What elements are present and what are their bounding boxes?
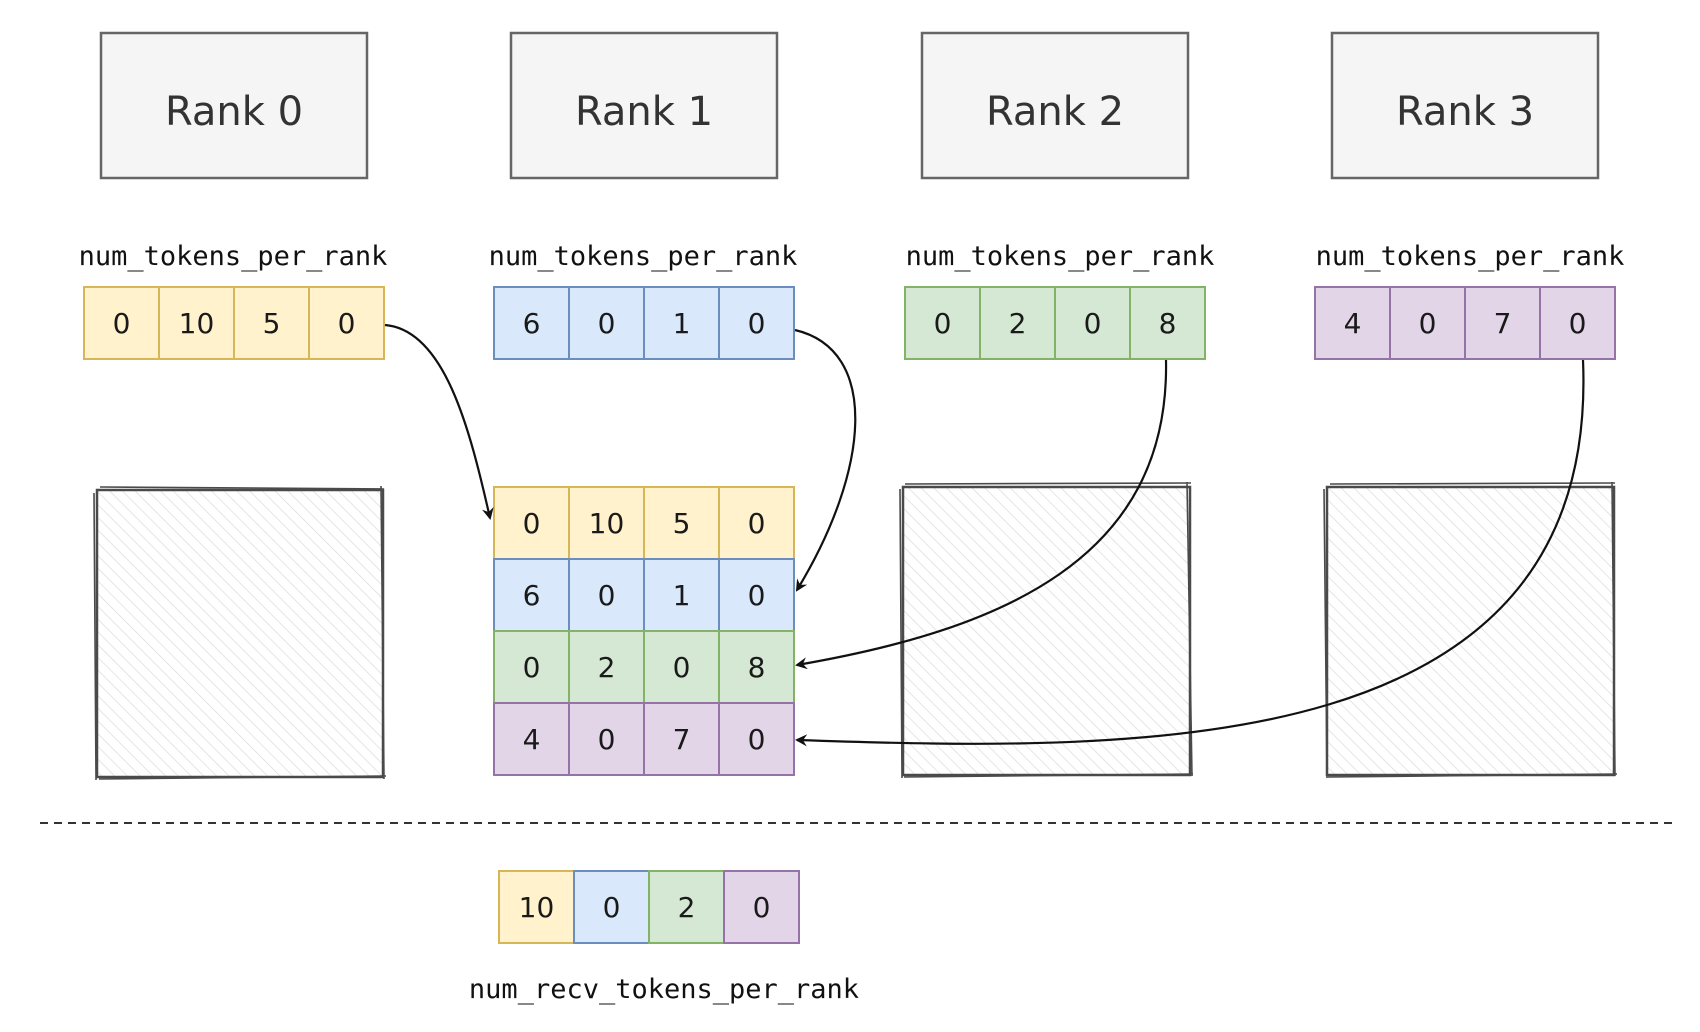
matrix-row-1-cell-value-2: 1 (673, 579, 691, 612)
rank-label: Rank 0 (165, 89, 303, 135)
rank-2-array-cell-3 (1129, 286, 1206, 360)
matrix-row-0-cell-value-0: 0 (523, 507, 541, 540)
rank-1-array-cell-value-2: 1 (673, 307, 691, 340)
rank-2-array-cell-value-0: 0 (934, 307, 952, 340)
rank-label: Rank 1 (575, 89, 713, 135)
rank-3-placeholder-box (1323, 481, 1618, 779)
rank-box-1: Rank 1 (509, 31, 779, 180)
rank-0-token-array: 0 10 5 0 (83, 286, 385, 360)
recv-array-cell-1 (573, 870, 650, 944)
rank-0-array-cell-3 (308, 286, 385, 360)
matrix-row-1-cell-1 (568, 558, 645, 632)
matrix-row-2-cell-value-3: 8 (748, 651, 766, 684)
array-label-rank-1: num_tokens_per_rank (489, 241, 798, 272)
recv-token-array: 10 0 2 0 (498, 870, 800, 944)
rank-box-2: Rank 2 (920, 31, 1190, 180)
rank-1-array-cell-value-1: 0 (598, 307, 616, 340)
arrow-rank3-to-matrix-row3 (795, 359, 1585, 747)
rank-box-3: Rank 3 (1330, 31, 1600, 180)
rank-0-array-cell-value-1: 10 (179, 307, 215, 340)
matrix-row-3-cell-3 (718, 702, 795, 776)
recv-array-cell-value-2: 2 (678, 891, 696, 924)
rank-1-array-cell-value-0: 6 (523, 307, 541, 340)
matrix-row-0-cell-0 (493, 486, 570, 560)
recv-array-cell-value-0: 10 (519, 891, 555, 924)
recv-array-cell-value-3: 0 (753, 891, 771, 924)
rank-0-array-cell-value-2: 5 (263, 307, 281, 340)
rank-1-array-cell-0 (493, 286, 570, 360)
arrow-rank1-to-matrix-row1 (794, 328, 857, 592)
rank-1-array-cell-value-3: 0 (748, 307, 766, 340)
rank-2-array-cell-value-1: 2 (1009, 307, 1027, 340)
rank-label: Rank 3 (1396, 89, 1534, 135)
rank-0-array-cell-value-3: 0 (338, 307, 356, 340)
rank-0-array-cell-2 (233, 286, 310, 360)
array-label-rank-2: num_tokens_per_rank (906, 241, 1215, 272)
matrix-row-3-cell-value-2: 7 (673, 723, 691, 756)
rank-3-token-array: 4 0 7 0 (1314, 286, 1616, 360)
array-label-rank-3: num_tokens_per_rank (1316, 241, 1625, 272)
matrix-row-2-cell-value-0: 0 (523, 651, 541, 684)
matrix-row-0-cell-value-3: 0 (748, 507, 766, 540)
rank-3-array-cell-1 (1389, 286, 1466, 360)
array-label-rank-0: num_tokens_per_rank (79, 241, 388, 272)
rank-1-array-cell-3 (718, 286, 795, 360)
rank-3-array-cell-0 (1314, 286, 1391, 360)
matrix-row-1-cell-value-3: 0 (748, 579, 766, 612)
rank-3-array-cell-value-2: 7 (1494, 307, 1512, 340)
matrix-row-3-cell-value-3: 0 (748, 723, 766, 756)
matrix-row-1-cell-0 (493, 558, 570, 632)
rank-2-token-array: 0 2 0 8 (904, 286, 1206, 360)
rank-3-array-cell-value-1: 0 (1419, 307, 1437, 340)
matrix-row-2-cell-1 (568, 630, 645, 704)
rank-1-array-cell-1 (568, 286, 645, 360)
rank-3-array-cell-value-0: 4 (1344, 307, 1362, 340)
arrow-rank0-to-matrix-row0 (384, 323, 494, 520)
rank-2-placeholder-box (899, 481, 1194, 779)
rank-2-array-cell-1 (979, 286, 1056, 360)
matrix-row-2-cell-value-1: 2 (598, 651, 616, 684)
recv-array-cell-2 (648, 870, 725, 944)
rank-2-array-cell-value-2: 0 (1084, 307, 1102, 340)
rank-0-array-cell-0 (83, 286, 160, 360)
rank-0-array-cell-value-0: 0 (113, 307, 131, 340)
rank-2-array-cell-value-3: 8 (1159, 307, 1177, 340)
matrix-row-2-cell-3 (718, 630, 795, 704)
rank-0-placeholder-box (93, 485, 387, 781)
matrix-row-3-cell-1 (568, 702, 645, 776)
rank-label: Rank 2 (986, 89, 1124, 135)
matrix-row-3-cell-value-0: 4 (523, 723, 541, 756)
recv-array-cell-3 (723, 870, 800, 944)
matrix-row-1-cell-value-1: 0 (598, 579, 616, 612)
rank-3-array-cell-3 (1539, 286, 1616, 360)
rank-0-array-cell-1 (158, 286, 235, 360)
recv-array-cell-value-1: 0 (603, 891, 621, 924)
recv-array-label: num_recv_tokens_per_rank (469, 974, 859, 1005)
matrix-row-0-cell-value-1: 10 (589, 507, 625, 540)
matrix-row-0-cell-value-2: 5 (673, 507, 691, 540)
rank-2-array-cell-0 (904, 286, 981, 360)
rank-box-0: Rank 0 (99, 31, 369, 180)
matrix-row-2-cell-value-2: 0 (673, 651, 691, 684)
rank-1-token-array: 6 0 1 0 (493, 286, 795, 360)
matrix-row-2-cell-2 (643, 630, 720, 704)
matrix-row-3-cell-value-1: 0 (598, 723, 616, 756)
arrow-rank2-to-matrix-row2 (795, 359, 1168, 670)
rank-3-array-cell-2 (1464, 286, 1541, 360)
matrix-row-1-cell-value-0: 6 (523, 579, 541, 612)
matrix-row-2-cell-0 (493, 630, 570, 704)
matrix-row-0-cell-1 (568, 486, 645, 560)
rank-3-array-cell-value-3: 0 (1569, 307, 1587, 340)
